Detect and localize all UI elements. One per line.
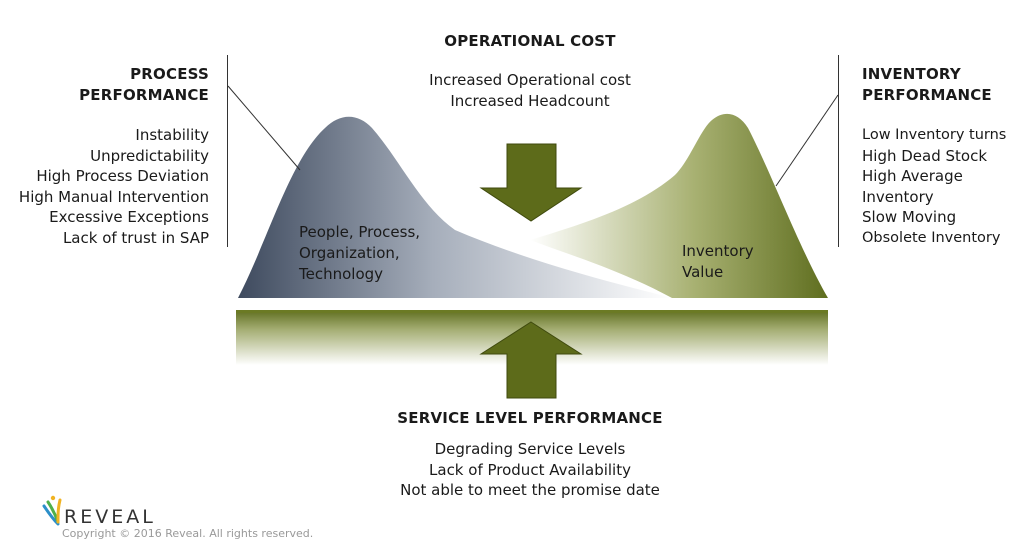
operational-cost-lines: Increased Operational cost Increased Hea… bbox=[360, 70, 700, 111]
service-level-line: Not able to meet the promise date bbox=[400, 481, 660, 499]
down-arrow bbox=[479, 143, 583, 222]
copyright-text: Copyright © 2016 Reveal. All rights rese… bbox=[62, 527, 314, 540]
service-level-lines: Degrading Service Levels Lack of Product… bbox=[330, 439, 730, 501]
operational-cost-line: Increased Operational cost bbox=[429, 71, 631, 89]
process-performance-list: Instability Unpredictability High Proces… bbox=[0, 125, 209, 248]
list-item: High Process Deviation bbox=[36, 167, 209, 185]
process-divider-line bbox=[227, 55, 228, 247]
inventory-heading-line: PERFORMANCE bbox=[862, 86, 992, 104]
reveal-logo-icon bbox=[42, 495, 62, 526]
list-item: Unpredictability bbox=[90, 146, 209, 165]
service-level-line: Lack of Product Availability bbox=[429, 460, 631, 479]
inventory-divider-line bbox=[838, 55, 839, 247]
left-curve-label: People, Process, Organization, Technolog… bbox=[299, 222, 459, 285]
service-level-line: Degrading Service Levels bbox=[434, 440, 626, 458]
list-item: High Dead Stock bbox=[862, 146, 988, 165]
left-curve-label-line: Organization, bbox=[299, 244, 400, 262]
list-item: Lack of trust in SAP bbox=[62, 228, 209, 247]
brand-name: REVEAL bbox=[64, 506, 156, 528]
right-curve-label-line: Inventory bbox=[682, 242, 754, 260]
operational-cost-line: Increased Headcount bbox=[450, 91, 610, 110]
list-item: Excessive Exceptions bbox=[49, 208, 209, 226]
list-item: Instability bbox=[135, 126, 209, 144]
inventory-performance-list: Low Inventory turns High Dead Stock High… bbox=[862, 125, 1024, 248]
list-item: High Manual Intervention bbox=[18, 187, 209, 206]
left-curve-label-line: Technology bbox=[299, 265, 384, 283]
platform-top-line bbox=[236, 310, 828, 313]
right-curve-label-line: Value bbox=[682, 263, 724, 281]
up-arrow bbox=[479, 321, 583, 399]
right-curve-label: Inventory Value bbox=[682, 241, 782, 283]
list-item: Slow Moving bbox=[862, 208, 957, 226]
left-bell-curve bbox=[238, 116, 672, 298]
inventory-performance-heading: INVENTORY PERFORMANCE bbox=[862, 64, 1022, 106]
left-curve-label-line: People, Process, bbox=[299, 223, 421, 241]
right-bell-curve bbox=[530, 113, 828, 298]
list-item: Low Inventory turns bbox=[862, 127, 1007, 143]
service-level-heading: SERVICE LEVEL PERFORMANCE bbox=[397, 409, 663, 427]
process-connector-line bbox=[227, 85, 301, 171]
inventory-connector-line bbox=[775, 94, 839, 187]
process-heading-line: PERFORMANCE bbox=[79, 86, 209, 104]
list-item: High Average bbox=[862, 167, 963, 185]
inventory-heading-line: INVENTORY bbox=[862, 65, 961, 83]
process-heading-line: PROCESS bbox=[130, 65, 209, 83]
operational-cost-heading: OPERATIONAL COST bbox=[444, 32, 616, 50]
process-performance-heading: PROCESS PERFORMANCE bbox=[60, 64, 209, 106]
list-item: Inventory bbox=[862, 187, 934, 206]
list-item: Obsolete Inventory bbox=[862, 229, 1001, 246]
